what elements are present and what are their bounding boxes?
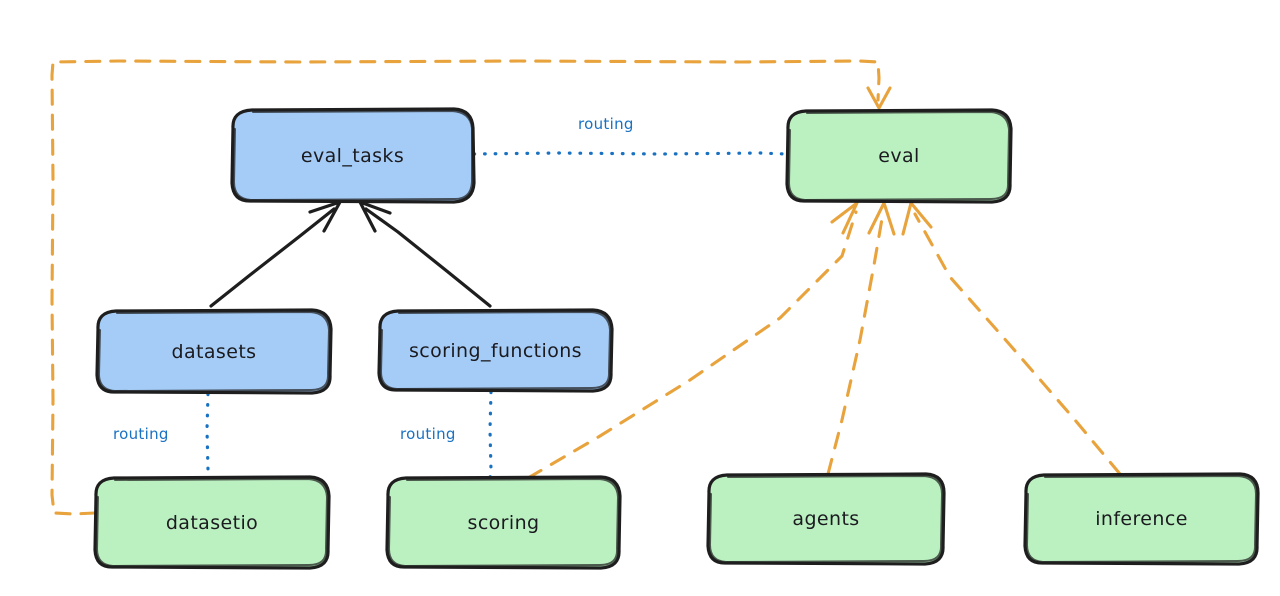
edge-label-routing-datasets-datasetio: routing bbox=[113, 425, 169, 443]
node-scoring_functions[interactable] bbox=[377, 308, 614, 393]
edge-datasets-to-eval_tasks[interactable] bbox=[209, 200, 342, 308]
node-eval_tasks[interactable] bbox=[230, 107, 476, 204]
node-agents[interactable] bbox=[706, 472, 946, 566]
node-eval[interactable] bbox=[785, 108, 1013, 204]
edge-label-routing-eval_tasks-eval: routing bbox=[578, 115, 634, 133]
edge-datasets-to-datasetio[interactable] bbox=[205, 392, 210, 480]
edge-scoring_functions-to-scoring[interactable] bbox=[488, 390, 493, 480]
node-scoring[interactable] bbox=[385, 475, 622, 570]
edge-scoring-to-eval[interactable] bbox=[526, 201, 859, 480]
edge-datasetio-to-eval[interactable] bbox=[50, 59, 892, 516]
node-datasetio[interactable] bbox=[93, 475, 331, 570]
edge-eval_tasks-to-eval[interactable] bbox=[472, 151, 788, 156]
edge-inference-to-eval[interactable] bbox=[901, 201, 1122, 476]
edge-label-routing-scoring_functions-scoring: routing bbox=[400, 425, 456, 443]
node-datasets[interactable] bbox=[95, 308, 333, 395]
edge-agents-to-eval[interactable] bbox=[826, 201, 896, 476]
edge-scoring_functions-to-eval_tasks[interactable] bbox=[358, 200, 492, 308]
node-inference[interactable] bbox=[1023, 472, 1260, 566]
